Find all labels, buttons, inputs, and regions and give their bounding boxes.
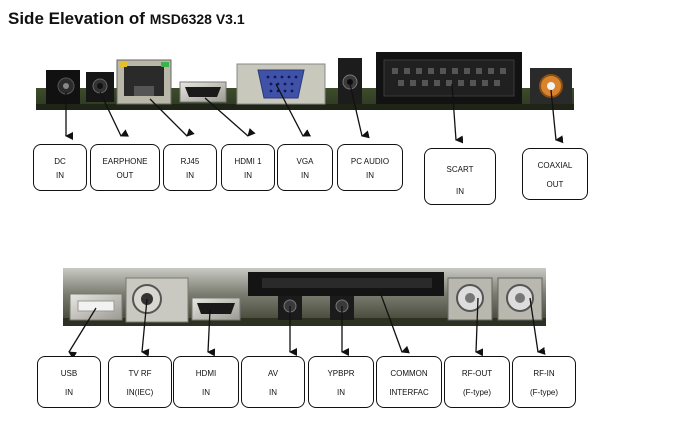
label-rfin-line2: (F-type) <box>530 388 558 397</box>
label-hdmi1: HDMI 1 IN <box>221 144 275 191</box>
arrow-vga <box>275 83 312 137</box>
label-common-line1: COMMON <box>390 369 428 378</box>
label-earphone-line1: EARPHONE <box>102 157 148 166</box>
top-arrows <box>65 83 564 144</box>
vga-port-icon <box>236 63 326 105</box>
label-tvrf-line1: TV RF <box>128 369 152 378</box>
bottom-arrows <box>68 291 546 360</box>
label-ypbpr: YPBPR IN <box>308 356 374 408</box>
label-scart-line1: SCART <box>446 165 474 174</box>
label-vga-line2: IN <box>301 171 309 180</box>
label-hdmi: HDMI IN <box>173 356 239 408</box>
coaxial-jack-icon <box>530 68 572 104</box>
label-tvrf: TV RF IN(IEC) <box>108 356 172 408</box>
hdmi-port-icon <box>191 297 241 321</box>
scart-port-icon <box>376 52 522 104</box>
label-pcaudio-line1: PC AUDIO <box>350 157 390 166</box>
usb-port-icon <box>69 293 123 321</box>
arrow-earphone <box>99 91 130 137</box>
earphone-jack-icon <box>86 72 114 102</box>
label-av: AV IN <box>241 356 305 408</box>
label-ypbpr-line2: IN <box>337 388 345 397</box>
label-pcaudio: PC AUDIO IN <box>337 144 403 191</box>
arrow-usb <box>68 307 97 360</box>
arrow-rfin <box>529 297 546 355</box>
rf-in-connector-icon <box>497 277 543 321</box>
label-hdmi1-line2: IN <box>244 171 252 180</box>
label-dc: DC IN <box>33 144 87 191</box>
label-hdmi-line2: IN <box>202 388 210 397</box>
label-ypbpr-line1: YPBPR <box>327 369 355 378</box>
label-av-line1: AV <box>267 369 279 378</box>
arrow-rj45 <box>149 98 195 137</box>
label-hdmi-line1: HDMI <box>195 369 217 378</box>
label-earphone: EARPHONE OUT <box>90 144 160 191</box>
label-usb-line1: USB <box>60 369 78 378</box>
page-title: Side Elevation of MSD6328 V3.1 <box>8 9 245 29</box>
label-coaxial-line1: COAXIAL <box>537 161 573 170</box>
label-common-line2: INTERFAC <box>389 388 429 397</box>
title-model: MSD6328 V3.1 <box>149 11 245 27</box>
label-usb: USB IN <box>37 356 101 408</box>
label-scart: SCART IN <box>424 148 496 205</box>
label-coaxial: COAXIAL OUT <box>522 148 588 200</box>
tv-rf-connector-icon <box>125 277 189 323</box>
rj45-port-icon <box>116 59 172 105</box>
label-coaxial-line2: OUT <box>546 180 564 189</box>
label-vga: VGA IN <box>277 144 333 191</box>
common-interface-slot-icon <box>248 272 444 296</box>
top-board <box>36 52 574 110</box>
label-rfout-line1: RF-OUT <box>461 369 493 378</box>
label-hdmi1-line1: HDMI 1 <box>234 157 262 166</box>
arrow-pcaudio <box>349 83 370 139</box>
arrow-common <box>379 291 410 354</box>
label-pcaudio-line2: IN <box>366 171 374 180</box>
label-rfin-line1: RF-IN <box>533 369 555 378</box>
label-av-line2: IN <box>269 388 277 397</box>
label-earphone-line2: OUT <box>116 171 134 180</box>
label-rj45-line2: IN <box>186 171 194 180</box>
label-usb-line2: IN <box>65 388 73 397</box>
title-text: Side Elevation of <box>8 9 150 28</box>
arrow-hdmi <box>207 309 216 357</box>
label-rfout-line2: (F-type) <box>463 388 491 397</box>
pc-audio-jack-icon <box>338 58 362 104</box>
rf-out-connector-icon <box>447 277 493 321</box>
arrow-hdmi1 <box>204 97 256 137</box>
arrow-scart <box>451 83 464 144</box>
bottom-board <box>63 268 546 326</box>
label-scart-line2: IN <box>456 187 464 196</box>
arrow-tvrf <box>141 298 150 357</box>
label-rj45: RJ45 IN <box>163 144 217 191</box>
label-common: COMMON INTERFAC <box>376 356 442 408</box>
label-rfin: RF-IN (F-type) <box>512 356 576 408</box>
label-rfout: RF-OUT (F-type) <box>444 356 510 408</box>
dc-jack-icon <box>46 70 80 104</box>
arrow-rfout <box>475 297 484 357</box>
label-tvrf-line2: IN(IEC) <box>126 388 154 397</box>
label-dc-line1: DC <box>54 157 66 166</box>
hdmi1-port-icon <box>179 81 227 103</box>
label-vga-line1: VGA <box>296 157 314 166</box>
label-rj45-line1: RJ45 <box>180 157 200 166</box>
label-dc-line2: IN <box>56 171 64 180</box>
arrow-coaxial <box>550 89 564 144</box>
